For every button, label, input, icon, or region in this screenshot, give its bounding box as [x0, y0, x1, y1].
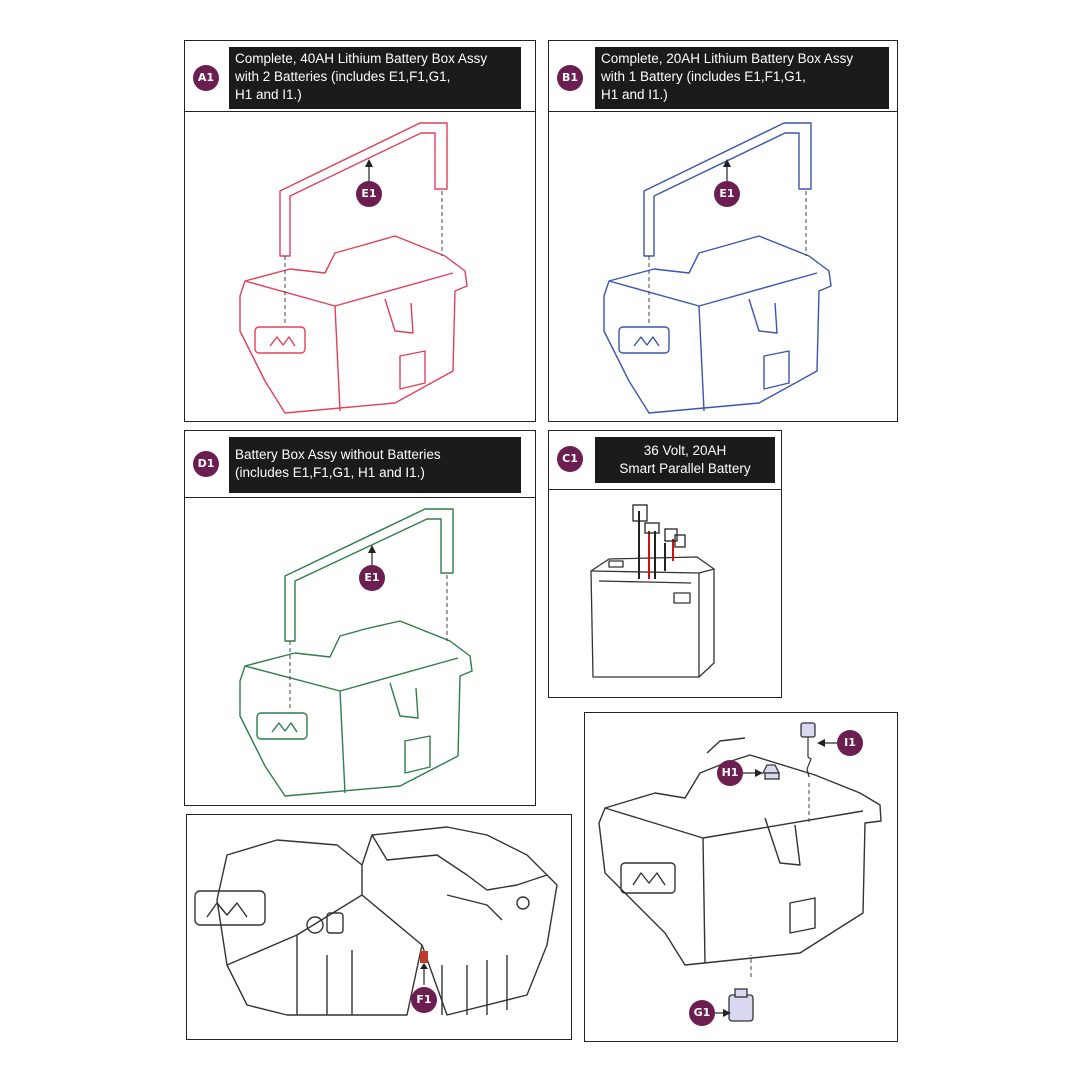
callout-e1-d1: E1: [359, 565, 385, 591]
panel-c1: C1 36 Volt, 20AH Smart Parallel Battery: [548, 430, 782, 698]
panel-d1: D1 Battery Box Assy without Batteries (i…: [184, 430, 536, 806]
badge-d1: D1: [193, 451, 219, 477]
battery-box-illustration-d1: [239, 508, 473, 797]
callout-f1: F1: [411, 987, 437, 1013]
battery-box-parts-illustration: [598, 722, 882, 1022]
callout-h1: H1: [717, 760, 743, 786]
callout-e1-b1: E1: [714, 181, 740, 207]
callout-e1-a1: E1: [356, 181, 382, 207]
caption-c1: 36 Volt, 20AH Smart Parallel Battery: [595, 437, 775, 483]
caption-b1: Complete, 20AH Lithium Battery Box Assy …: [595, 47, 889, 109]
badge-c1: C1: [557, 446, 583, 472]
badge-a1: A1: [193, 65, 219, 91]
panel-a1: A1 Complete, 40AH Lithium Battery Box As…: [184, 40, 536, 422]
badge-b1: B1: [557, 65, 583, 91]
caption-a1: Complete, 40AH Lithium Battery Box Assy …: [229, 47, 521, 109]
callout-i1: I1: [837, 730, 863, 756]
panel-detail-parts: I1 H1 G1: [584, 712, 898, 1042]
battery-box-rear-illustration: [194, 826, 558, 1016]
callout-g1: G1: [689, 1000, 715, 1026]
panel-b1: B1 Complete, 20AH Lithium Battery Box As…: [548, 40, 898, 422]
battery-illustration-c1: [590, 504, 715, 678]
panel-detail-f1: F1: [186, 814, 572, 1040]
battery-box-illustration-a1: [239, 122, 468, 414]
caption-d1: Battery Box Assy without Batteries (incl…: [229, 437, 521, 493]
battery-box-illustration-b1: [603, 122, 832, 414]
